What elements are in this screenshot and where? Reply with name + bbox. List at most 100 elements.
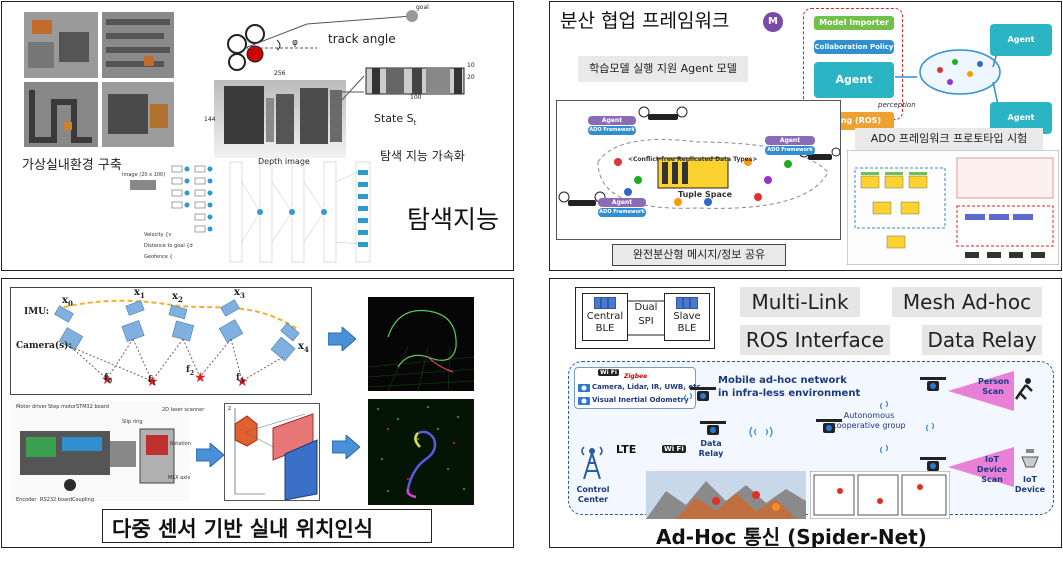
x1-sub: 1 [139,291,145,300]
slave-ble-box [664,293,710,341]
svg-text:★: ★ [194,370,207,386]
label-goal: goal [416,4,429,11]
model-importer-box: Model Importer [814,16,894,30]
label-mobile-network: Mobile ad-hoc network [718,375,847,386]
camera-icon [578,384,590,392]
label-accel: 탐색 지능 가속화 [380,149,465,163]
label-distance: Distance to goal {d [144,243,193,249]
label-coupling: Coupling [72,497,95,503]
f0-base: f [104,373,108,383]
drone-icon [920,377,946,391]
central-ble-box [582,293,628,341]
label-central-ble: Central BLE [586,311,624,334]
point-cloud-map [368,399,474,505]
label-state-text: State S [374,112,414,125]
tag-multi-link: Multi-Link [740,287,860,317]
label-dim-100: 100 [410,94,422,101]
trajectory-map-top [368,297,474,391]
label-x4: x4 [298,341,309,354]
x3-sub: 3 [239,291,245,300]
panel-title-adhoc: Ad-Hoc 통신 (Spider-Net) [656,525,927,548]
iot-device-icon [1021,449,1039,468]
panel-exploration-intelligence: 가상실내환경 구축 goal φ track angle 256 144 Dep… [1,1,514,271]
x4-base: x [298,341,304,352]
label-dual-spi: Dual SPI [634,302,658,327]
f1-base: f [148,375,152,385]
label-x0: x0 [62,295,73,308]
virtual-environment-renders [24,12,174,147]
drone-icon [690,387,716,401]
label-x2: x2 [172,291,183,304]
label-camera: Camera(s): [16,341,72,351]
arrow-right-icon [332,435,360,459]
label-encoder: Encoder [16,497,37,503]
sensor-legend-box [574,367,696,409]
label-z: z [228,405,232,412]
label-depth-image: Depth image [258,157,310,166]
spi-link [628,300,664,336]
panel-distributed-framework: 분산 협업 프레임워크 학습모델 실행 지원 Agent 모델 M Model … [549,1,1062,271]
label-imu: IMU: [24,307,50,317]
chip-icon [594,297,616,309]
label-slave-ble: Slave BLE [673,311,701,334]
fire-terrain-image [646,471,806,519]
label-geofence: Geofence { [144,254,173,260]
ado-fw-tag-1: ADO Framework [588,126,636,135]
label-data-relay: Data Relay [698,439,724,458]
label-sensors: Camera, Lidar, IR, UWB, etc [592,383,701,391]
label-dim-144: 144 [204,116,216,123]
f3-sub: 3 [239,377,245,385]
label-lte: LTE [616,443,637,456]
network-cloud [919,49,1001,95]
ado-fw-tag-3: ADO Framework [598,208,646,217]
label-track-angle: track angle [328,32,396,46]
caption-virtual-env: 가상실내환경 구축 [22,158,122,173]
state-strip [342,67,465,100]
prototype-screenshot [847,150,1059,265]
person-scan-beam [948,371,1014,411]
agent-tag-1: Agent [588,116,636,125]
svg-text:★: ★ [146,374,159,390]
ado-fw-tag-2: ADO Framework [765,146,815,155]
panel-adhoc-network: Central BLE Dual SPI Slave BLE Multi-Lin… [549,278,1062,548]
x2-base: x [172,291,178,302]
label-dim-10: 10 [467,62,475,69]
f1-sub: 1 [151,379,157,387]
floorplan-image [810,471,950,519]
label-wifi: Wi Fi [598,369,619,376]
x1-base: x [134,287,140,298]
x0-base: x [62,295,68,306]
ble-diagram-frame [575,287,715,349]
label-motor-driver: Motor driver [16,404,47,410]
x4-sub: 4 [303,345,309,354]
lidar-rig-photo [10,401,190,501]
label-phi: φ [292,38,298,48]
person-falling-icon [1014,378,1033,400]
tuple-space-diagram [558,106,840,209]
agent-core-box: Agent [814,62,894,98]
agent-tag-3: Agent [598,198,646,207]
panel-title-localization: 다중 센서 기반 실내 위치인식 [112,517,374,541]
arrow-right-icon [328,327,356,351]
panel-title-exploration: 탐색지능 [407,205,500,234]
f3-base: f [236,373,240,383]
vio-trajectory: ★★★★ [54,299,300,390]
collab-policy-box: Collaboration Policy [814,40,894,54]
label-dim-20: 20 [467,74,475,81]
drone-icon [920,457,946,471]
vio-diagram-frame [10,287,312,395]
label-state-sub: t [413,119,417,128]
label-control-center: Control Center [576,485,610,504]
label-stm32: STM32 board [76,404,109,410]
label-crdt: <Conflict-free Replicated Data Types> [628,156,758,163]
label-dim-256: 256 [274,70,286,77]
panel-title-framework: 분산 협업 프레임워크 [560,10,730,32]
depth-image [214,80,346,158]
tag-ado-test: ADO 프레임워크 프로토타입 시험 [855,128,1043,150]
label-image-input: Image (20 x 100) [122,172,166,178]
label-rs232: RS232 board [40,497,73,503]
label-wifi-2: Wi Fi [662,445,686,453]
label-laser: 2D laser scanner [162,407,205,413]
label-zigbee: Zigbee [624,373,648,380]
label-slip-ring: Slip ring [122,419,143,425]
